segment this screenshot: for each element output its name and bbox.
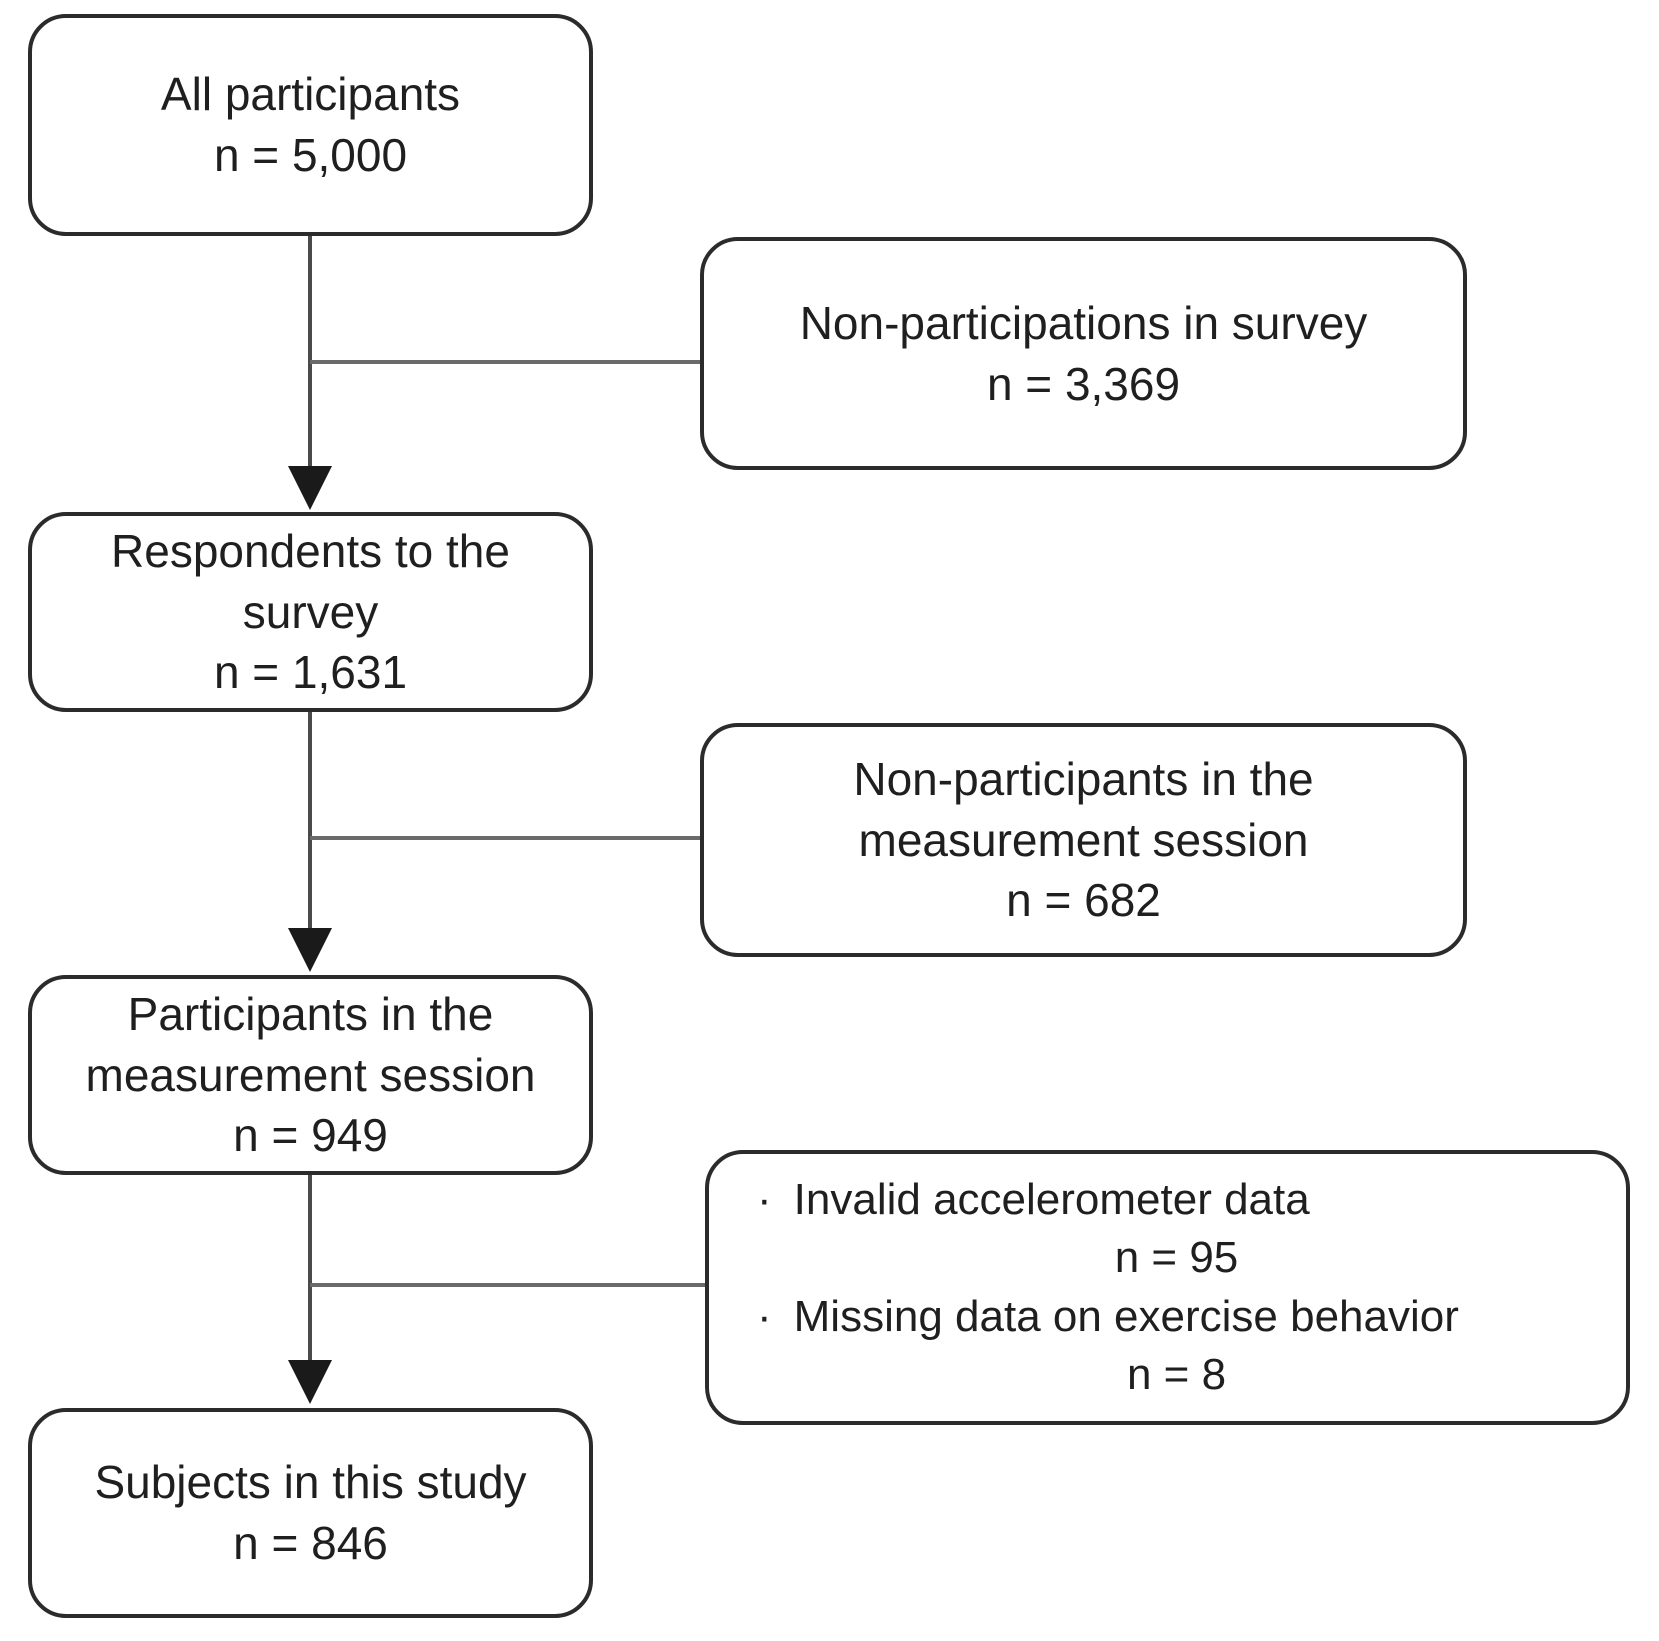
box-count: n = 949: [233, 1109, 388, 1162]
bullet-icon: ·: [757, 1291, 772, 1341]
arrowhead-down-icon: [288, 466, 332, 510]
box-exclusions: · Invalid accelerometer data n = 95 · Mi…: [705, 1150, 1630, 1425]
box-count: n = 5,000: [213, 129, 408, 181]
box-respondents-survey: Respondents to the survey n = 1,631: [28, 512, 593, 712]
box-title: All participants: [160, 68, 461, 121]
box-title: Respondents to the: [111, 524, 510, 577]
box-subjects-study: Subjects in this study n = 846: [28, 1408, 593, 1618]
box-title: Non-participations in survey: [799, 296, 1368, 349]
box-non-participations-survey: Non-participations in survey n = 3,369: [700, 237, 1467, 470]
exclusion-item: · Missing data on exercise behavior n = …: [757, 1288, 1596, 1404]
bullet-icon: ·: [757, 1175, 772, 1225]
box-title: Participants in the: [127, 987, 494, 1040]
box-count: n = 682: [1006, 874, 1161, 927]
box-title: survey: [242, 585, 379, 638]
box-title: Subjects in this study: [94, 1456, 527, 1509]
exclusion-label: Invalid accelerometer data: [793, 1175, 1310, 1225]
box-participants-measurement: Participants in the measurement session …: [28, 975, 593, 1175]
box-title: Non-participants in the: [853, 752, 1314, 805]
exclusion-text-row: · Invalid accelerometer data: [757, 1171, 1596, 1229]
box-title: measurement session: [858, 813, 1309, 866]
box-title: measurement session: [85, 1048, 536, 1101]
box-count: n = 846: [233, 1517, 388, 1569]
arrowhead-down-icon: [288, 928, 332, 972]
box-non-participants-measurement: Non-participants in the measurement sess…: [700, 723, 1467, 957]
exclusion-label: Missing data on exercise behavior: [793, 1291, 1459, 1341]
exclusion-count: n = 95: [1114, 1233, 1239, 1283]
arrowhead-down-icon: [288, 1360, 332, 1404]
box-all-participants: All participants n = 5,000: [28, 14, 593, 236]
exclusion-text-row: · Missing data on exercise behavior: [757, 1288, 1596, 1346]
exclusion-count: n = 8: [1126, 1349, 1227, 1399]
box-count: n = 1,631: [213, 646, 408, 699]
exclusion-item: · Invalid accelerometer data n = 95: [757, 1171, 1596, 1287]
box-count: n = 3,369: [986, 357, 1181, 410]
